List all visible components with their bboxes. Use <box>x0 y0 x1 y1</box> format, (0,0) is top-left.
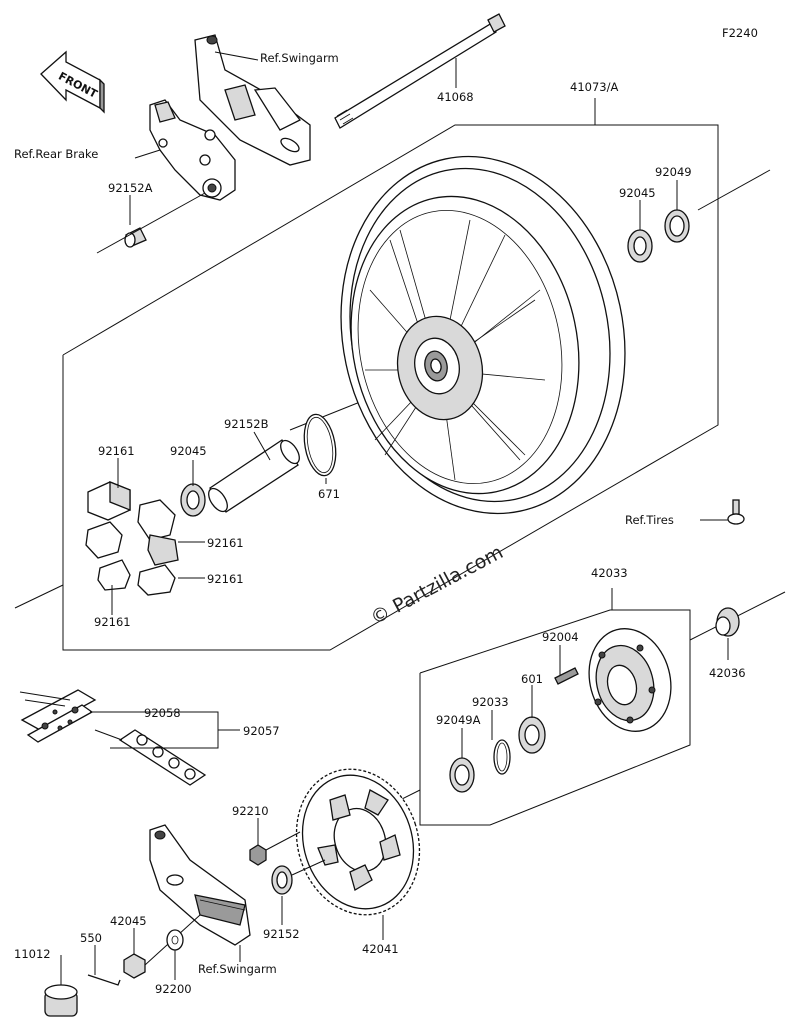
washer-92200 <box>166 929 184 951</box>
label-42041: 42041 <box>362 942 399 956</box>
label-92033: 92033 <box>472 695 509 709</box>
label-ref-swingarm-top: Ref.Swingarm <box>260 51 339 65</box>
chain-adjuster-bottom <box>149 824 251 946</box>
collar-92152 <box>271 859 326 895</box>
label-92004: 92004 <box>542 630 579 644</box>
leader-lines <box>60 51 729 985</box>
bearing-92045-left <box>180 483 206 517</box>
label-92045-top: 92045 <box>619 186 656 200</box>
circlip-92033 <box>493 739 511 775</box>
bearing-601 <box>518 716 546 754</box>
label-92161-d: 92161 <box>94 615 131 629</box>
figure-code: F2240 <box>722 26 758 40</box>
label-92049: 92049 <box>655 165 692 179</box>
drive-chain-92057 <box>94 729 207 786</box>
label-41068: 41068 <box>437 90 474 104</box>
cap-42036 <box>715 607 740 637</box>
label-ref-swingarm-bottom: Ref.Swingarm <box>198 962 277 976</box>
seal-92049a <box>449 757 475 793</box>
cotter-pin-550 <box>87 974 121 986</box>
o-ring-671 <box>303 413 337 484</box>
label-ref-tires: Ref.Tires <box>625 513 674 527</box>
axle-41068 <box>334 13 506 129</box>
watermark: © Partzilla.com <box>367 541 507 629</box>
rear-sprocket-42041 <box>295 768 421 916</box>
chain-joint-92058 <box>19 689 97 743</box>
label-92161-b: 92161 <box>207 536 244 550</box>
rear-wheel <box>340 155 626 515</box>
collar-92152a <box>96 192 206 254</box>
tire-valve-icon <box>700 499 745 525</box>
label-41073a: 41073/A <box>570 80 618 94</box>
bearing-92045-top <box>627 229 653 263</box>
label-92152: 92152 <box>263 927 300 941</box>
label-11012: 11012 <box>14 947 51 961</box>
stud-92004 <box>554 667 579 685</box>
label-92058: 92058 <box>144 706 181 720</box>
label-92200: 92200 <box>155 982 192 996</box>
sprocket-hub-42033 <box>588 628 672 732</box>
label-92161-a: 92161 <box>98 444 135 458</box>
label-92161-c: 92161 <box>207 572 244 586</box>
label-92045-left: 92045 <box>170 444 207 458</box>
label-42045: 42045 <box>110 914 147 928</box>
label-42036: 42036 <box>709 666 746 680</box>
label-92152b: 92152B <box>224 417 269 431</box>
seal-92049 <box>664 209 690 243</box>
label-671: 671 <box>318 487 340 501</box>
label-92152a: 92152A <box>108 181 153 195</box>
label-42033: 42033 <box>591 566 628 580</box>
cap-11012 <box>44 984 78 1017</box>
label-92049a: 92049A <box>436 713 481 727</box>
dampers-92161 <box>85 481 179 596</box>
label-92210: 92210 <box>232 804 269 818</box>
label-92057: 92057 <box>243 724 280 738</box>
front-arrow-icon: FRONT <box>40 50 105 114</box>
collar-92152b <box>208 439 300 513</box>
label-601: 601 <box>521 672 543 686</box>
label-ref-rear-brake: Ref.Rear Brake <box>14 147 98 161</box>
rear-brake-bracket <box>149 99 236 201</box>
label-550: 550 <box>80 931 102 945</box>
